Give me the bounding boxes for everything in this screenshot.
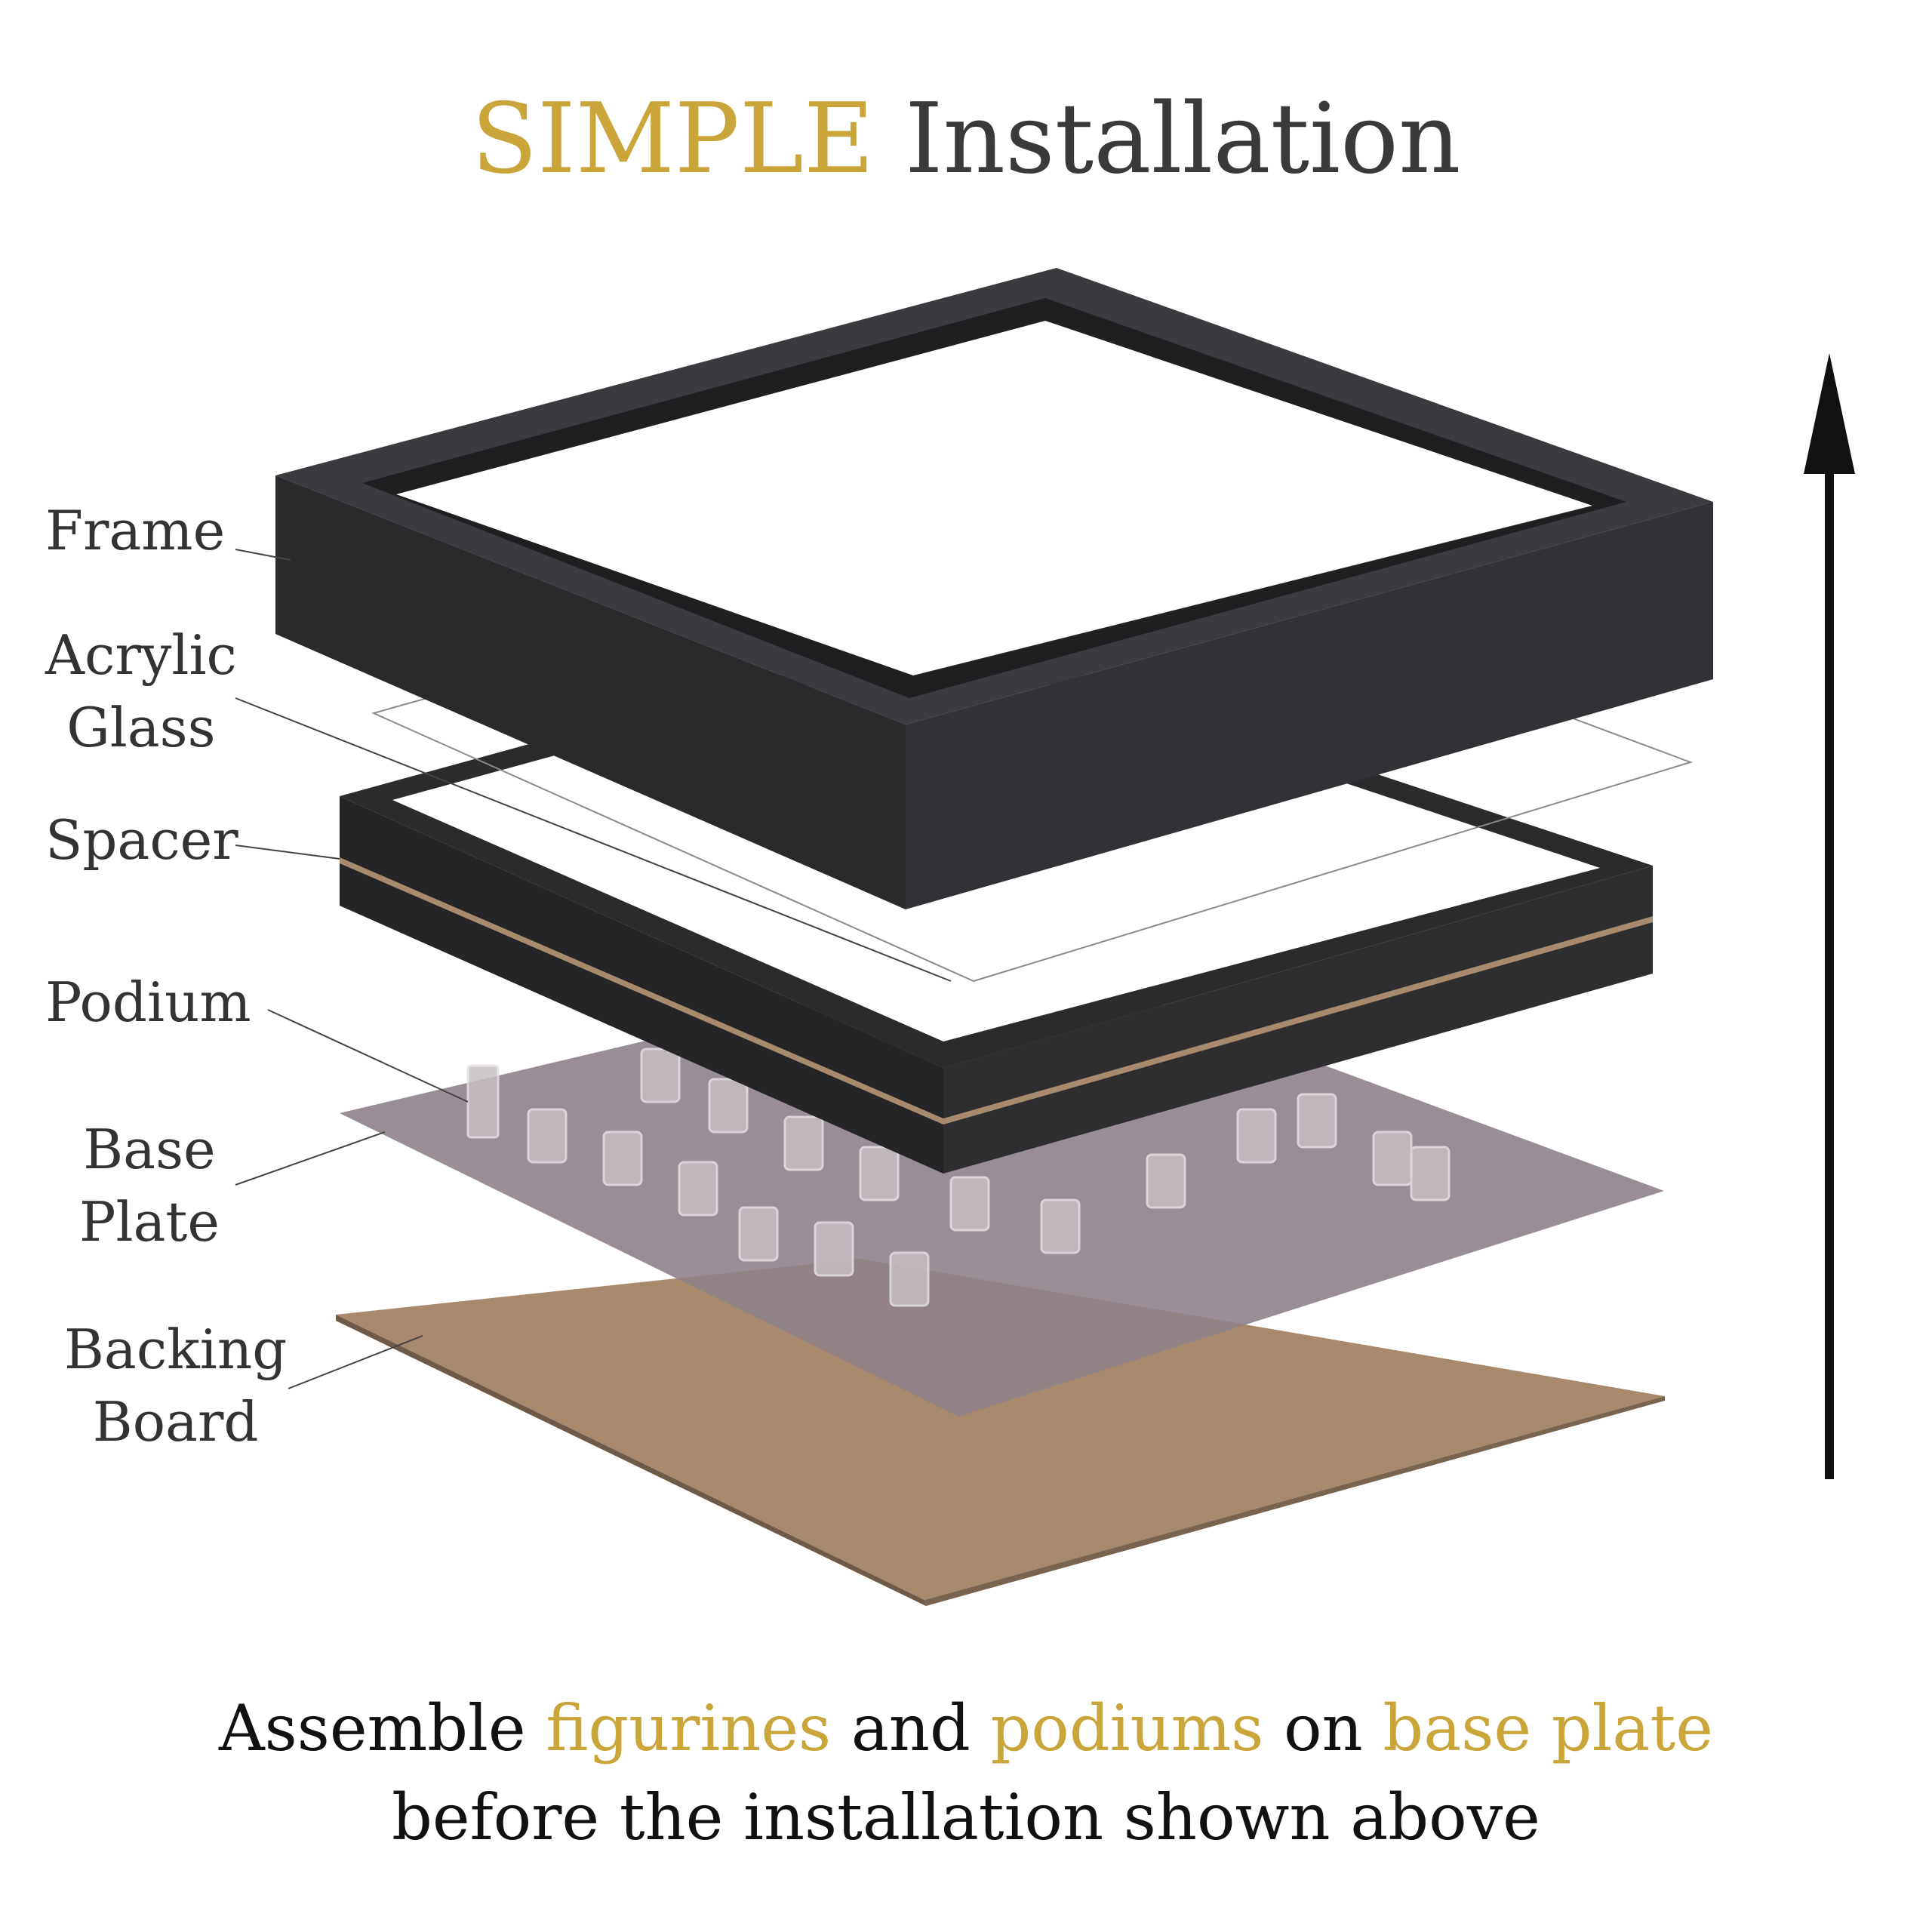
label-acrylic-glass: Acrylic Glass [45,619,237,764]
title-emphasis: SIMPLE [471,83,875,195]
label-spacer: Spacer [45,808,238,872]
label-backing-board: Backing Board [64,1313,287,1458]
label-backing-line1: Backing [64,1318,288,1381]
label-frame: Frame [45,499,226,562]
caption-line-1: Assemble figurines and podiums on base p… [0,1690,1932,1766]
backing-board [336,1259,1665,1606]
podium-group [466,946,1451,1307]
frame [275,268,1713,909]
caption-highlight-base-plate: base plate [1383,1691,1713,1765]
label-base-plate: Base Plate [79,1113,220,1258]
label-base-line1: Base [83,1118,216,1181]
title-rest: Installation [874,83,1461,195]
label-podium: Podium [45,971,251,1034]
page-title: SIMPLE Installation [0,83,1932,196]
caption-text-3: on [1263,1691,1383,1765]
caption-line-2: before the installation shown above [392,1780,1540,1854]
caption-highlight-figurines: figurines [546,1691,832,1765]
label-acrylic-line2: Glass [66,696,216,759]
caption-text-1: Assemble [219,1691,546,1765]
caption-text-2: and [831,1691,991,1765]
label-backing-line2: Board [92,1390,259,1454]
upward-arrow-icon [1804,353,1855,1479]
label-acrylic-line1: Acrylic [45,623,237,687]
label-base-line2: Plate [79,1190,220,1254]
caption-highlight-podiums: podiums [990,1691,1264,1765]
leader-lines [235,549,952,1389]
